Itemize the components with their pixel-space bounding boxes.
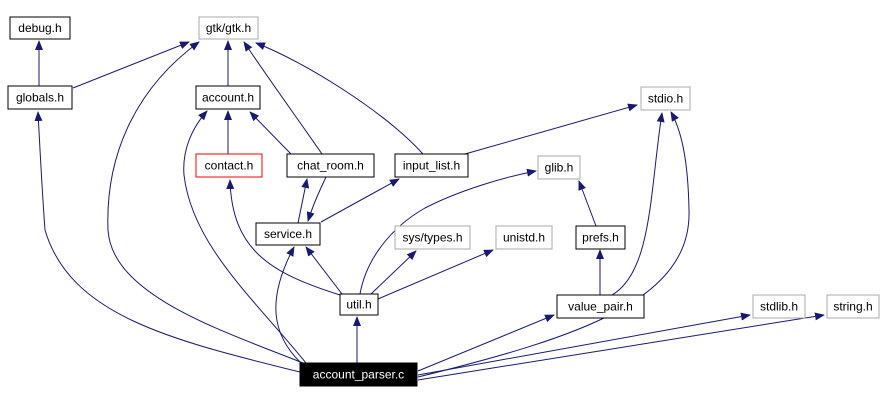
edge-account_parser_c-to-stdio_h [417, 111, 690, 378]
node-label-debug_h: debug.h [18, 21, 61, 35]
node-chat_room_h[interactable]: chat_room.h [286, 153, 375, 178]
node-label-stdio_h: stdio.h [648, 92, 683, 106]
edge-account_parser_c-to-gtk_gtk_h [107, 41, 304, 364]
node-box-value_pair_h[interactable] [556, 294, 645, 319]
edge-util_h-to-unistd_h [377, 249, 494, 300]
node-label-util_h: util.h [346, 298, 371, 312]
edge-account_parser_c-to-account_h [183, 110, 307, 364]
node-label-stdlib_h: stdlib.h [760, 300, 798, 314]
node-box-contact_h[interactable] [195, 153, 263, 178]
node-box-sys_types_h[interactable] [394, 225, 471, 250]
node-box-prefs_h[interactable] [575, 225, 626, 250]
edge-prefs_h-to-glib_h [578, 180, 597, 227]
node-stdlib_h[interactable]: stdlib.h [752, 294, 806, 319]
node-value_pair_h[interactable]: value_pair.h [556, 294, 645, 319]
node-label-unistd_h: unistd.h [503, 231, 545, 245]
edge-value_pair_h-to-stdio_h [611, 112, 665, 296]
node-label-account_h: account.h [202, 91, 254, 105]
node-input_list_h[interactable]: input_list.h [394, 153, 469, 178]
node-stdio_h[interactable]: stdio.h [640, 86, 691, 111]
edge-util_h-to-service_h [305, 246, 343, 295]
edge-input_list_h-to-gtk_gtk_h [255, 42, 424, 155]
node-label-sys_types_h: sys/types.h [402, 231, 462, 245]
node-box-glib_h[interactable] [537, 155, 581, 180]
node-contact_h[interactable]: contact.h [195, 153, 263, 178]
node-box-account_parser_c[interactable] [299, 362, 418, 387]
node-box-debug_h[interactable] [9, 16, 71, 40]
edge-account_parser_c-to-globals_h [34, 111, 301, 373]
node-box-util_h[interactable] [339, 293, 379, 316]
node-label-string_h: string.h [833, 300, 872, 314]
node-label-glib_h: glib.h [545, 161, 574, 175]
node-box-input_list_h[interactable] [394, 153, 469, 178]
edge-input_list_h-to-stdio_h [464, 103, 638, 155]
node-util_h[interactable]: util.h [339, 293, 379, 316]
edge-service_h-to-chat_room_h [297, 178, 310, 224]
node-debug_h[interactable]: debug.h [9, 16, 71, 40]
node-label-gtk_gtk_h: gtk/gtk.h [206, 21, 251, 35]
node-box-unistd_h[interactable] [495, 225, 553, 250]
node-label-prefs_h: prefs.h [582, 231, 619, 245]
node-string_h[interactable]: string.h [826, 294, 880, 319]
node-label-contact_h: contact.h [205, 159, 254, 173]
node-box-globals_h[interactable] [7, 85, 73, 110]
edge-util_h-to-contact_h [226, 179, 341, 296]
edge-account_parser_c-to-service_h [275, 246, 302, 364]
node-gtk_gtk_h[interactable]: gtk/gtk.h [198, 16, 259, 40]
node-box-account_h[interactable] [195, 85, 261, 110]
edge-chat_room_h-to-account_h [249, 111, 292, 155]
node-label-account_parser_c: account_parser.c [313, 368, 404, 382]
node-account_h[interactable]: account.h [195, 85, 261, 110]
edge-util_h-to-sys_types_h [370, 250, 417, 295]
node-label-input_list_h: input_list.h [403, 159, 460, 173]
node-box-stdlib_h[interactable] [752, 294, 806, 319]
node-account_parser_c[interactable]: account_parser.c [299, 362, 418, 387]
node-sys_types_h[interactable]: sys/types.h [394, 225, 471, 250]
node-prefs_h[interactable]: prefs.h [575, 225, 626, 250]
edge-chat_room_h-to-service_h [306, 176, 327, 222]
edges-layer [34, 40, 825, 381]
edge-service_h-to-input_list_h [320, 178, 400, 223]
nodes-layer: debug.h gtk/gtk.h globals.h account.h stdio.… [7, 16, 880, 387]
edge-chat_room_h-to-gtk_gtk_h [243, 41, 323, 155]
edge-globals_h-to-gtk_gtk_h [72, 41, 190, 89]
edge-util_h-to-glib_h [359, 168, 537, 295]
node-box-gtk_gtk_h[interactable] [198, 16, 259, 40]
node-label-chat_room_h: chat_room.h [297, 159, 364, 173]
node-box-service_h[interactable] [255, 222, 321, 246]
node-label-globals_h: globals.h [16, 91, 64, 105]
edge-account_parser_c-to-stdlib_h [417, 312, 751, 376]
node-unistd_h[interactable]: unistd.h [495, 225, 553, 250]
edge-account_parser_c-to-string_h [417, 312, 825, 381]
node-label-service_h: service.h [264, 227, 312, 241]
node-box-chat_room_h[interactable] [286, 153, 375, 178]
node-glib_h[interactable]: glib.h [537, 155, 581, 180]
node-box-string_h[interactable] [826, 294, 880, 319]
edge-account_parser_c-to-value_pair_h [417, 314, 555, 372]
node-globals_h[interactable]: globals.h [7, 85, 73, 110]
node-box-stdio_h[interactable] [640, 86, 691, 111]
node-label-value_pair_h: value_pair.h [568, 300, 633, 314]
node-service_h[interactable]: service.h [255, 222, 321, 246]
